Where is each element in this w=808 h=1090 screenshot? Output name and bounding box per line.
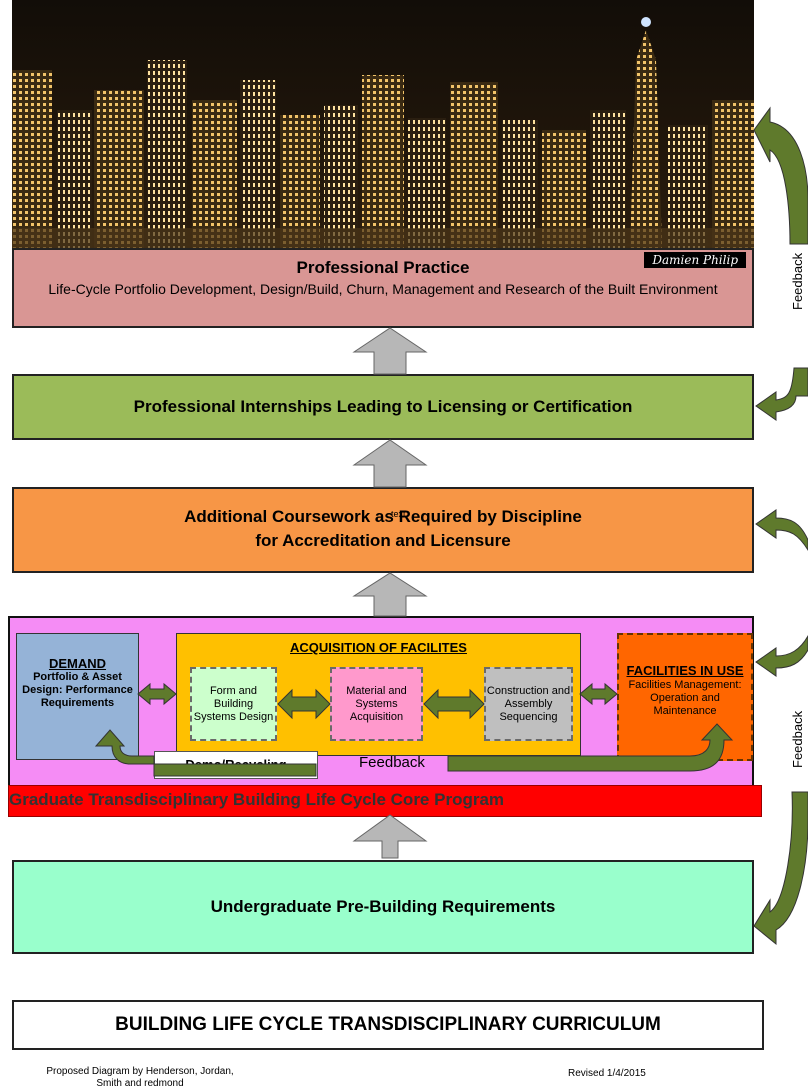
side-feedback-arrow-to-undergrad xyxy=(753,791,808,946)
internships-label: Professional Internships Leading to Lice… xyxy=(133,397,633,416)
construction-sequencing-step: Construction and Assembly Sequencing xyxy=(484,667,573,741)
form-design-step: Form and Building Systems Design xyxy=(190,667,277,741)
side-feedback-arrow-to-intern xyxy=(755,367,808,421)
graduate-core-bar: Graduate Transdisciplinary Building Life… xyxy=(8,785,762,817)
demand-box: DEMAND Portfolio & Asset Design: Perform… xyxy=(16,633,139,760)
photo-signature: Damien Philip xyxy=(644,252,746,268)
side-feedback-label-upper: Feedback xyxy=(790,252,805,310)
up-arrow-coursework-to-intern xyxy=(352,439,428,488)
side-feedback-arrow-to-core xyxy=(755,634,808,677)
professional-practice-subtitle: Life-Cycle Portfolio Development, Design… xyxy=(48,281,718,297)
city-skyline-photo xyxy=(12,0,754,248)
core-feedback-label: Feedback xyxy=(359,754,425,771)
up-arrow-undergrad-to-grad xyxy=(352,814,428,859)
additional-coursework-line2: for Accreditation and Licensure xyxy=(255,531,511,550)
internships-box: Professional Internships Leading to Lice… xyxy=(12,374,754,440)
side-feedback-label-lower: Feedback xyxy=(790,710,805,768)
undergrad-label: Undergraduate Pre-Building Requirements xyxy=(210,897,556,916)
facilities-heading: FACILITIES IN USE xyxy=(626,663,744,678)
curriculum-title: BUILDING LIFE CYCLE TRANSDISCIPLINARY CU… xyxy=(12,1000,764,1050)
undergrad-box: Undergraduate Pre-Building Requirements xyxy=(12,860,754,954)
additional-coursework-line1: Additional Coursework as Required by Dis… xyxy=(184,507,582,526)
side-feedback-arrow-to-photo xyxy=(753,106,808,245)
material-acquisition-step-label: Material and Systems Acquisition xyxy=(346,684,407,723)
facilities-in-use-box: FACILITIES IN USE Facilities Management:… xyxy=(617,633,753,761)
footer-revised: Revised 1/4/2015 xyxy=(568,1068,646,1079)
acquisition-heading: ACQUISITION OF FACILITES xyxy=(290,640,467,655)
stray-text-label: text xyxy=(391,509,406,519)
footer-credit: Proposed Diagram by Henderson, Jordan, S… xyxy=(46,1066,234,1089)
facilities-body: Facilities Management: Operation and Mai… xyxy=(628,679,742,717)
additional-coursework-box: Additional Coursework as Required by Dis… xyxy=(12,487,754,573)
material-acquisition-step: Material and Systems Acquisition xyxy=(330,667,423,741)
side-feedback-arrow-to-coursework xyxy=(755,509,808,551)
demand-heading: DEMAND xyxy=(48,656,107,671)
skyline-illustration xyxy=(12,0,754,248)
professional-practice-box: Damien Philip Professional Practice Life… xyxy=(12,248,754,328)
up-arrow-core-to-coursework xyxy=(352,572,428,617)
professional-practice-title: Professional Practice xyxy=(296,258,470,277)
up-arrow-intern-to-practice xyxy=(352,327,428,375)
construction-sequencing-step-label: Construction and Assembly Sequencing xyxy=(486,684,571,723)
demand-body: Portfolio & Asset Design: Performance Re… xyxy=(22,671,133,709)
demo-recycling-label: Demo/Recycling xyxy=(154,751,318,779)
graduate-core-label: Graduate Transdisciplinary Building Life… xyxy=(9,790,505,809)
form-design-step-label: Form and Building Systems Design xyxy=(193,684,274,723)
